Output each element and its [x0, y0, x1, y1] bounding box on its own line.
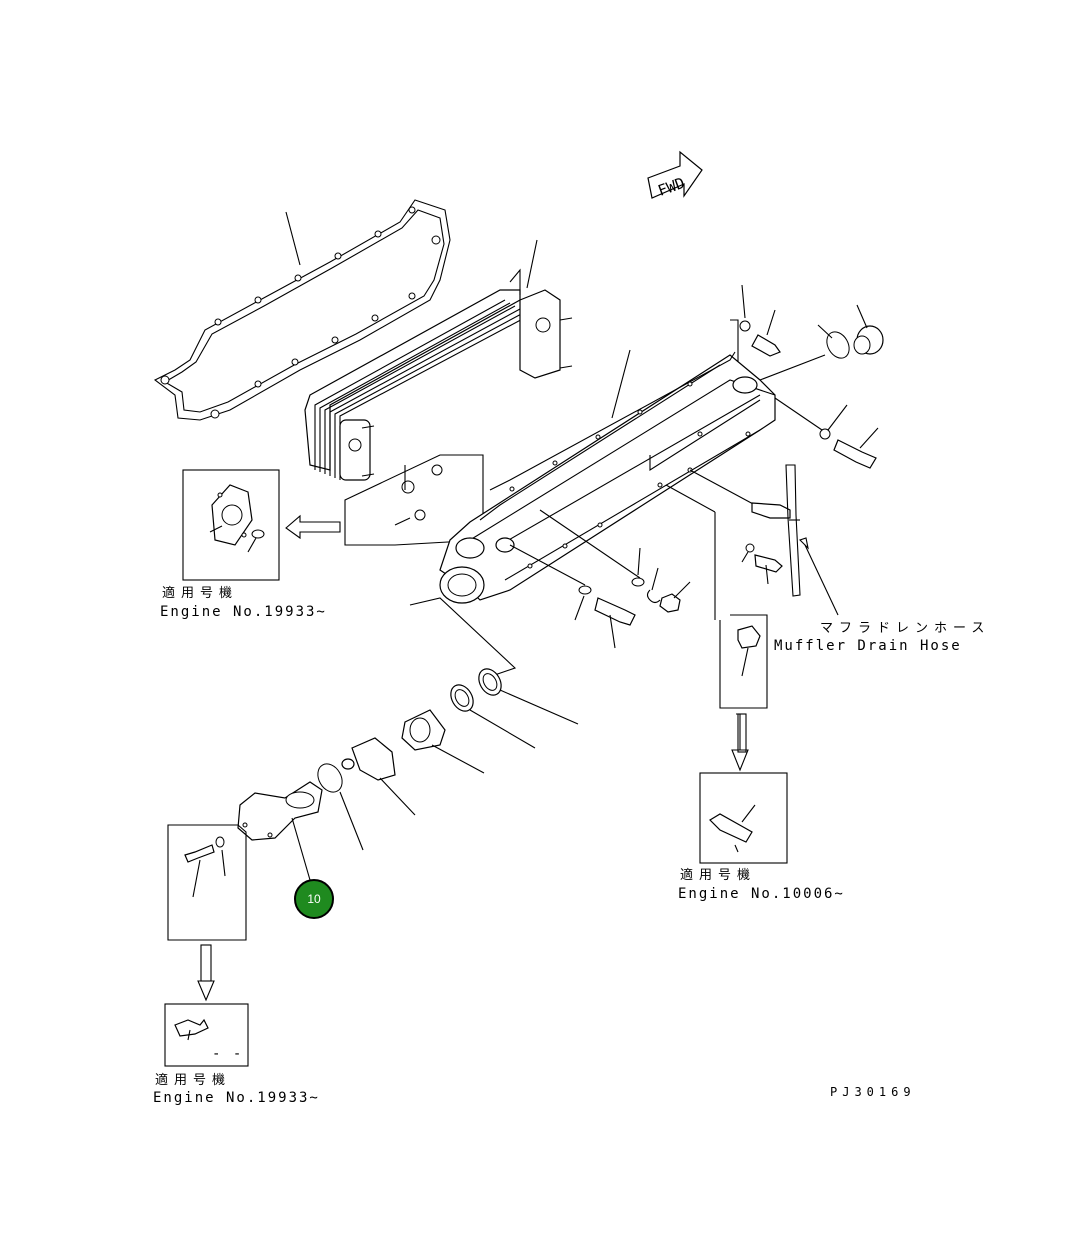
muffler-label: マフラドレンホース Muffler Drain Hose: [774, 621, 990, 654]
inset-top-left: [182, 469, 341, 581]
cooler-housing: [439, 319, 776, 604]
muffler-drain-hose: [689, 464, 839, 616]
oil-cooler-element: [304, 239, 573, 481]
fwd-arrow-icon: FWD: [647, 150, 703, 200]
svg-text:- -: - -: [212, 1046, 243, 1062]
svg-text:マフラドレンホース: マフラドレンホース: [820, 621, 990, 636]
svg-text:適用号機: 適用号機: [680, 867, 756, 883]
note-bottom-left: 適用号機 Engine No.19933~: [153, 1072, 320, 1106]
svg-text:Engine No.10006~: Engine No.10006~: [678, 886, 845, 902]
bolts-lower-center: [509, 484, 716, 649]
note-top-left: 適用号機 Engine No.19933~: [160, 585, 327, 620]
inset-right-lower: [699, 772, 788, 864]
inset-bottom-left-upper: [167, 824, 247, 1002]
gasket: [153, 199, 451, 421]
svg-text:10: 10: [307, 892, 321, 906]
note-right: 適用号機 Engine No.10006~: [678, 867, 845, 902]
svg-text:Engine No.19933~: Engine No.19933~: [153, 1090, 320, 1106]
inset-right-upper: [719, 614, 768, 772]
svg-text:Muffler Drain Hose: Muffler Drain Hose: [774, 638, 962, 654]
svg-text:適用号機: 適用号機: [162, 585, 238, 601]
inset-bottom-left-lower: - -: [164, 1003, 249, 1067]
callout-10[interactable]: 10: [294, 879, 334, 919]
svg-text:適用号機: 適用号機: [155, 1072, 231, 1088]
thermostat-parts: [237, 668, 579, 881]
svg-text:Engine No.19933~: Engine No.19933~: [160, 604, 327, 620]
bolts-top-right: [739, 284, 884, 469]
drawing-code: PJ30169: [830, 1085, 916, 1099]
